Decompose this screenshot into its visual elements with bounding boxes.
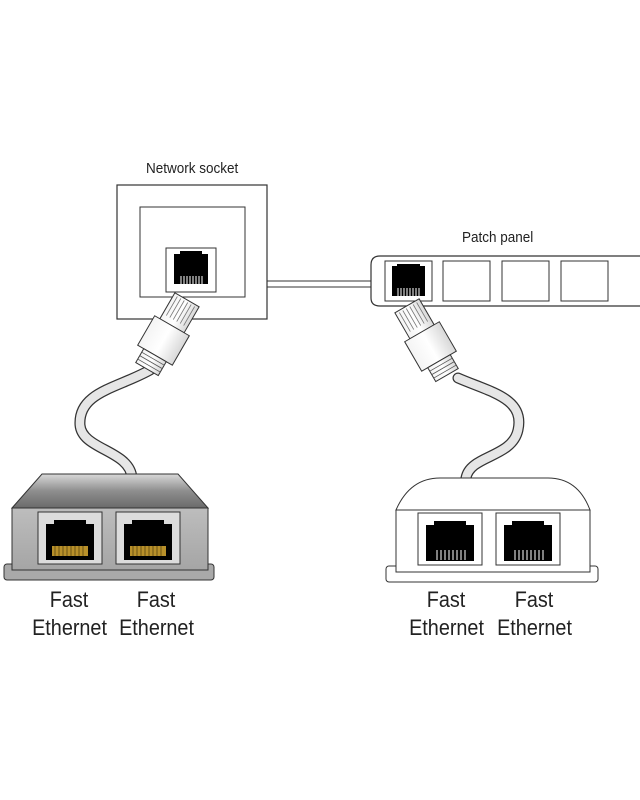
panel-empty-port: [560, 260, 609, 302]
right-port-1-label: Fast Ethernet: [409, 586, 484, 642]
label-line-1: Fast: [426, 587, 466, 612]
left-splitter-port-1: [37, 511, 103, 565]
network-socket-label: Network socket: [146, 160, 239, 177]
patch-panel: [370, 255, 640, 307]
left-port-1-label: Fast Ethernet: [32, 586, 107, 642]
right-cable: [452, 372, 525, 484]
left-splitter-port-2: [115, 511, 181, 565]
label-line-1: Fast: [136, 587, 176, 612]
socket-rj45-jack: [174, 251, 208, 284]
label-line-2: Ethernet: [119, 615, 194, 640]
panel-rj45-jack: [392, 264, 425, 296]
right-splitter: [385, 477, 599, 583]
right-port-2-label: Fast Ethernet: [497, 586, 572, 642]
right-splitter-port-1: [417, 512, 483, 566]
panel-empty-port: [442, 260, 491, 302]
panel-empty-port: [501, 260, 550, 302]
socket-to-panel-cable: [267, 280, 372, 288]
left-cable: [74, 364, 156, 484]
label-line-1: Fast: [49, 587, 89, 612]
right-splitter-port-2: [495, 512, 561, 566]
right-rj45-plug: [394, 298, 459, 383]
patch-panel-label: Patch panel: [462, 229, 534, 246]
left-rj45-plug: [135, 292, 200, 377]
label-line-1: Fast: [514, 587, 554, 612]
label-line-2: Ethernet: [497, 615, 572, 640]
network-socket: [116, 184, 268, 320]
label-line-2: Ethernet: [409, 615, 484, 640]
left-port-2-label: Fast Ethernet: [119, 586, 194, 642]
left-splitter: [3, 473, 215, 581]
label-line-2: Ethernet: [32, 615, 107, 640]
